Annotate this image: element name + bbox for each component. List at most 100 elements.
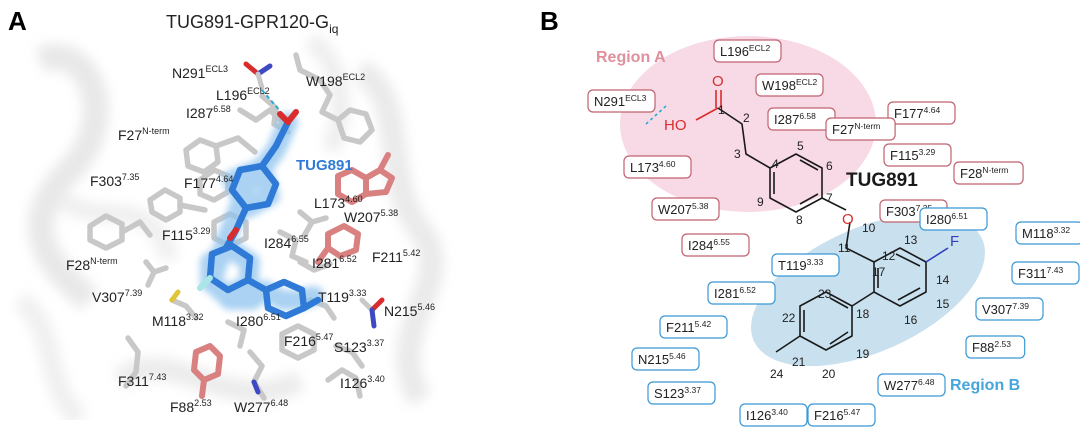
atom-number: 12 — [882, 249, 896, 263]
svg-text:I1263.40: I1263.40 — [746, 407, 788, 423]
atom-number: 5 — [797, 139, 804, 153]
region-a-box-n291: N291ECL3 — [587, 89, 656, 113]
svg-text:S1233.37: S1233.37 — [654, 385, 701, 401]
region-a-box-f27: F27N-term — [825, 117, 896, 141]
w277-nitrogen — [251, 379, 261, 395]
atom-number: 11 — [838, 241, 851, 255]
svg-text:F27N-term: F27N-term — [832, 121, 880, 137]
svg-text:I2806.51: I2806.51 — [926, 211, 968, 227]
region-b-blob — [751, 213, 985, 367]
panel-a-title-main: TUG891-GPR120-G — [166, 12, 329, 32]
panel-a-letter: A — [8, 6, 27, 36]
residue-label-f88: F882.53 — [170, 398, 212, 415]
panel-a-title: TUG891-GPR120-Giq — [166, 12, 338, 36]
region-b-box-w277: W2776.48 — [877, 373, 946, 397]
panel-a-title-sub: iq — [329, 22, 338, 36]
atom-hydroxyl: HO — [664, 117, 687, 134]
atom-number: 4 — [772, 157, 779, 171]
atom-number: 10 — [862, 221, 876, 235]
atom-number: 14 — [936, 273, 950, 287]
svg-text:F2115.42: F2115.42 — [666, 319, 711, 335]
region-b-box-f88: F882.53 — [965, 335, 1026, 359]
atom-number: 8 — [796, 213, 803, 227]
region-b-box-i126: I1263.40 — [739, 403, 808, 427]
panel-a-residue-labels: N291ECL3W198ECL2L196ECL2I2876.58F27N-ter… — [66, 64, 435, 415]
atom-number: 18 — [856, 307, 870, 321]
residue-label-f28: F28N-term — [66, 256, 118, 273]
region-b-box-m118: M1183.32 — [1015, 221, 1080, 245]
residue-label-i287: I2876.58 — [186, 104, 231, 121]
residue-label-l196: L196ECL2 — [216, 86, 270, 103]
svg-text:F882.53: F882.53 — [972, 339, 1011, 355]
atom-number: 16 — [904, 313, 918, 327]
panel-b-ligand-label: TUG891 — [846, 170, 918, 191]
residue-label-i281: I2816.52 — [312, 254, 357, 271]
svg-text:N291ECL3: N291ECL3 — [594, 93, 647, 109]
svg-text:F1153.29: F1153.29 — [890, 147, 935, 163]
region-a-box-w207: W2075.38 — [651, 197, 720, 221]
region-b-residue-boxes: I2806.51M1183.32T1193.33F3117.43I2816.52… — [631, 207, 1080, 427]
residue-label-f303: F3037.35 — [90, 172, 139, 189]
region-b-box-s123: S1233.37 — [647, 381, 716, 405]
region-a-box-i284: I2846.55 — [681, 233, 750, 257]
residue-label-w198: W198ECL2 — [306, 72, 365, 89]
residue-label-i280: I2806.51 — [236, 312, 281, 329]
svg-text:N2155.46: N2155.46 — [638, 351, 686, 367]
svg-text:L196ECL2: L196ECL2 — [720, 43, 770, 59]
region-a-label: Region A — [596, 49, 666, 66]
atom-number: 23 — [818, 287, 832, 301]
svg-text:F2165.47: F2165.47 — [814, 407, 860, 423]
residue-label-v307: V3077.39 — [92, 288, 142, 305]
atom-number: 19 — [856, 347, 870, 361]
region-b-box-t119: T1193.33 — [771, 253, 840, 277]
svg-text:T1193.33: T1193.33 — [778, 257, 823, 273]
region-a-box-i287: I2876.58 — [767, 107, 836, 131]
salmon-residue-sticks — [191, 152, 395, 399]
residue-label-f177: F1774.64 — [184, 174, 233, 191]
n215-stick — [359, 297, 385, 329]
panel-a-ligand-label: TUG891 — [296, 157, 353, 174]
svg-text:I2876.58: I2876.58 — [774, 111, 816, 127]
svg-text:TUG891-GPR120-Giq: TUG891-GPR120-Giq — [166, 12, 338, 36]
residue-label-f27: F27N-term — [118, 126, 170, 143]
residue-label-f115: F1153.29 — [162, 226, 210, 243]
atom-number: 6 — [826, 159, 833, 173]
region-a-box-l196: L196ECL2 — [713, 39, 782, 63]
residue-label-i126: I1263.40 — [340, 374, 385, 391]
panel-b: B Region A Region B — [540, 6, 1080, 427]
region-b-box-f216: F2165.47 — [807, 403, 876, 427]
region-b-box-f211: F2115.42 — [659, 315, 728, 339]
atom-carbonyl-oxygen: O — [712, 73, 724, 90]
svg-text:F28N-term: F28N-term — [960, 165, 1008, 181]
atom-number: 20 — [822, 367, 836, 381]
residue-label-w277: W2776.48 — [234, 398, 288, 415]
tug891-structure — [645, 90, 949, 353]
svg-text:F3117.43: F3117.43 — [1018, 265, 1063, 281]
n291-stick — [243, 61, 273, 91]
svg-text:W2776.48: W2776.48 — [884, 377, 935, 393]
svg-text:L1734.60: L1734.60 — [630, 159, 676, 175]
residue-label-s123: S1233.37 — [334, 338, 384, 355]
atom-number: 7 — [826, 191, 833, 205]
region-a-box-f115: F1153.29 — [883, 143, 952, 167]
region-b-box-i280: I2806.51 — [919, 207, 988, 231]
svg-text:W198ECL2: W198ECL2 — [762, 77, 818, 93]
svg-text:M1183.32: M1183.32 — [1022, 225, 1070, 241]
residue-label-f216: F2165.47 — [284, 332, 333, 349]
region-b-box-n215: N2155.46 — [631, 347, 700, 371]
atom-ether-oxygen: O — [842, 211, 854, 228]
atom-number: 1 — [718, 103, 725, 117]
residue-label-i284: I2846.55 — [264, 234, 309, 251]
region-b-label: Region B — [950, 377, 1020, 394]
svg-text:I2816.52: I2816.52 — [714, 285, 756, 301]
atom-number: 13 — [904, 233, 918, 247]
m118-sulfur — [169, 289, 181, 303]
atom-number: 22 — [782, 311, 796, 325]
residue-label-f211: F2115.42 — [372, 248, 420, 265]
atom-fluorine: F — [950, 233, 959, 250]
region-b-box-f311: F3117.43 — [1011, 261, 1080, 285]
residue-label-l173: L1734.60 — [314, 194, 363, 211]
